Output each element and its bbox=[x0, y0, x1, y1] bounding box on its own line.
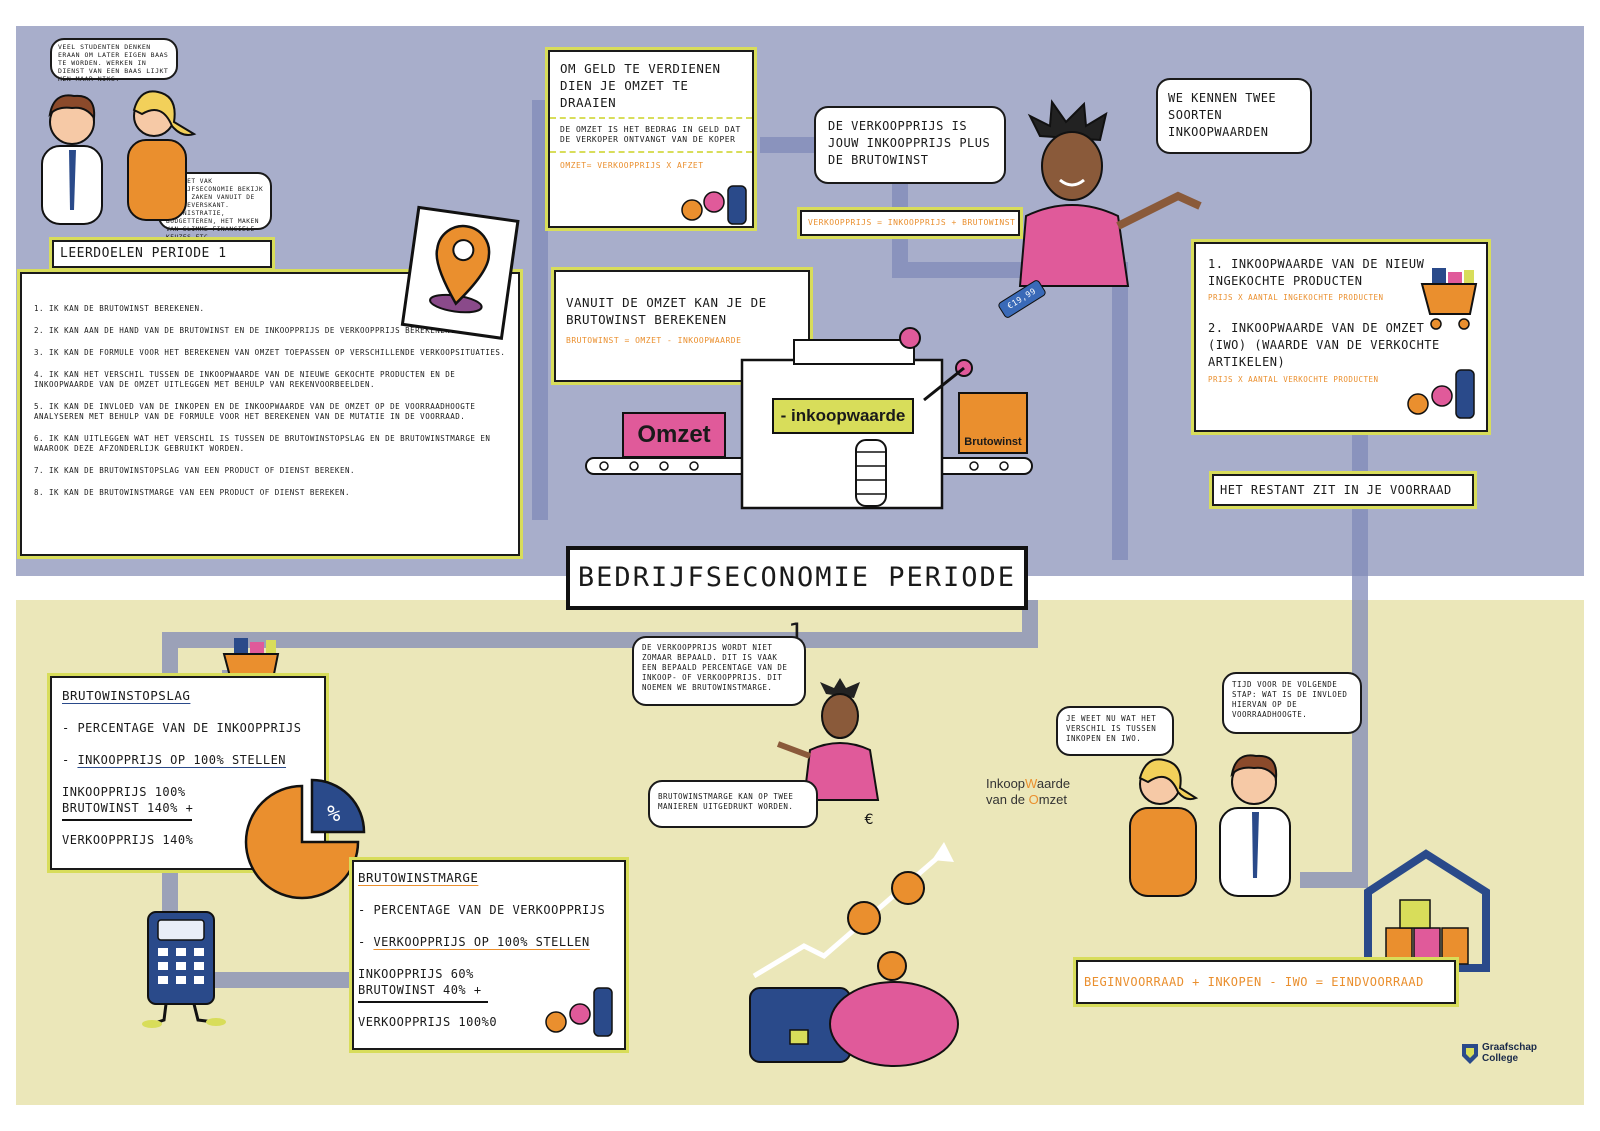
goal-item: 1. IK KAN DE BRUTOWINST BEREKENEN. bbox=[34, 304, 205, 313]
opslag-calc-1: INKOOPPRIJS 100% bbox=[62, 785, 186, 799]
graafschap-logo-icon bbox=[1462, 1044, 1478, 1064]
goal-item: 3. IK KAN DE FORMULE VOOR HET BEREKENEN … bbox=[34, 348, 506, 357]
marge-line-1: - PERCENTAGE VAN DE VERKOOPPRIJS bbox=[358, 903, 606, 917]
twee-soorten-speech-bubble: WE KENNEN TWEE SOORTEN INKOOPWAARDEN bbox=[1156, 78, 1312, 154]
opslag-heading: BRUTOWINSTOPSLAG bbox=[62, 688, 191, 703]
students-illustration bbox=[41, 90, 197, 225]
voorraad-formula: BEGINVOORRAAD + INKOPEN - IWO = EINDVOOR… bbox=[1076, 960, 1456, 1004]
inkoopwaarde-item-2: 2. INKOOPWAARDE VAN DE OMZET (IWO) (WAAR… bbox=[1208, 321, 1440, 369]
goal-item: 7. IK KAN DE BRUTOWINSTOPSLAG VAN EEN PR… bbox=[34, 466, 355, 475]
restant-label: HET RESTANT ZIT IN JE VOORRAAD bbox=[1212, 474, 1474, 506]
machine-omzet-label: Omzet bbox=[622, 412, 726, 458]
coins-icon bbox=[681, 185, 747, 225]
goal-item: 5. IK KAN DE INVLOED VAN DE INKOPEN EN D… bbox=[34, 402, 476, 421]
inkoopwaarde-item-2-formula: PRIJS X AANTAL VERKOCHTE PRODUCTEN bbox=[1208, 375, 1379, 384]
coins-icon bbox=[1407, 369, 1475, 419]
teacher-illustration bbox=[1018, 99, 1202, 287]
shopping-cart-icon bbox=[1420, 268, 1478, 330]
omzet-formula: OMZET= VERKOOPPRIJS X AFZET bbox=[560, 161, 704, 170]
brutowinst-heading: VANUIT DE OMZET KAN JE DE BRUTOWINST BER… bbox=[566, 295, 767, 327]
euro-coin-symbol: € bbox=[864, 812, 874, 828]
inkoopwaarde-item-1-formula: PRIJS X AANTAL INGEKOCHTE PRODUCTEN bbox=[1208, 293, 1384, 302]
opslag-calc-2: BRUTOWINST 140% + bbox=[62, 801, 194, 815]
marge-calc-3: VERKOOPPRIJS 100%0 bbox=[358, 1015, 498, 1029]
goal-item: 6. IK KAN UITLEGGEN WAT HET VERSCHIL IS … bbox=[34, 434, 491, 453]
calculator-icon bbox=[142, 911, 226, 1028]
location-pin-icon bbox=[400, 205, 520, 340]
verschil-speech-bubble: JE WEET NU WAT HET VERSCHIL IS TUSSEN IN… bbox=[1056, 706, 1174, 756]
marge-heading: BRUTOWINSTMARGE bbox=[358, 870, 479, 885]
machine-inkoopwaarde-label: - inkoopwaarde bbox=[772, 398, 914, 434]
marge-line-2: - VERKOOPPRIJS OP 100% STELLEN bbox=[358, 935, 590, 949]
goal-item: 8. IK KAN DE BRUTOWINSTMARGE VAN EEN PRO… bbox=[34, 488, 350, 497]
coins-icon bbox=[545, 987, 613, 1037]
verkoopprijs-speech-bubble: DE VERKOOPPRIJS IS JOUW INKOOPPRIJS PLUS… bbox=[814, 106, 1006, 184]
opslag-line-1: - PERCENTAGE VAN DE INKOOPPRIJS bbox=[62, 721, 302, 735]
inkoopwaarde-item-1: 1. INKOOPWAARDE VAN DE NIEUW INGEKOCHTE … bbox=[1208, 257, 1425, 288]
money-growth-illustration bbox=[749, 842, 959, 1067]
opslag-calc-3: VERKOOPPRIJS 140% bbox=[62, 833, 194, 847]
verkoopprijs-bepaald-speech-bubble: DE VERKOOPPRIJS WORDT NIET ZOMAAR BEPAAL… bbox=[632, 636, 806, 706]
pie-percent-symbol: % bbox=[327, 802, 341, 827]
goal-item: 2. IK KAN AAN DE HAND VAN DE BRUTOWINST … bbox=[34, 326, 456, 335]
omzet-heading: OM GELD TE VERDIENEN DIEN JE OMZET TE DR… bbox=[560, 61, 721, 110]
goals-header: LEERDOELEN PERIODE 1 bbox=[52, 240, 272, 268]
volgende-stap-speech-bubble: TIJD VOOR DE VOLGENDE STAP: WAT IS DE IN… bbox=[1222, 672, 1362, 734]
teacher-small-illustration bbox=[776, 678, 880, 801]
machine-brutowinst-label: Brutowinst bbox=[958, 392, 1028, 454]
brutowinst-formula: BRUTOWINST = OMZET - INKOOPWAARDE bbox=[566, 336, 742, 345]
verkoopprijs-formula: VERKOOPPRIJS = INKOOPPRIJS + BRUTOWINST bbox=[800, 210, 1020, 236]
twee-manieren-speech-bubble: BRUTOWINSTMARGE KAN OP TWEE MANIEREN UIT… bbox=[648, 780, 818, 828]
warehouse-icon bbox=[1364, 849, 1490, 972]
marge-calc-1: INKOOPPRIJS 60% bbox=[358, 967, 474, 981]
marge-calc-2: BRUTOWINST 40% + bbox=[358, 983, 482, 997]
intro-speech-bubble-1: VEEL STUDENTEN DENKEN ERAAN OM LATER EIG… bbox=[50, 38, 178, 83]
opslag-line-2: - INKOOPPRIJS OP 100% STELLEN bbox=[62, 753, 287, 767]
students-bottom-illustration bbox=[1129, 754, 1291, 897]
percentage-pie-icon bbox=[244, 778, 366, 900]
iwo-label: InkoopWaarde van de Omzet bbox=[986, 776, 1071, 807]
omzet-body: DE OMZET IS HET BEDRAG IN GELD DAT DE VE… bbox=[560, 125, 741, 144]
goal-item: 4. IK KAN HET VERSCHIL TUSSEN DE INKOOPW… bbox=[34, 370, 456, 389]
page-title: BEDRIJFSECONOMIE PERIODE 1 bbox=[566, 546, 1028, 649]
factory-machine-illustration bbox=[585, 327, 1033, 510]
